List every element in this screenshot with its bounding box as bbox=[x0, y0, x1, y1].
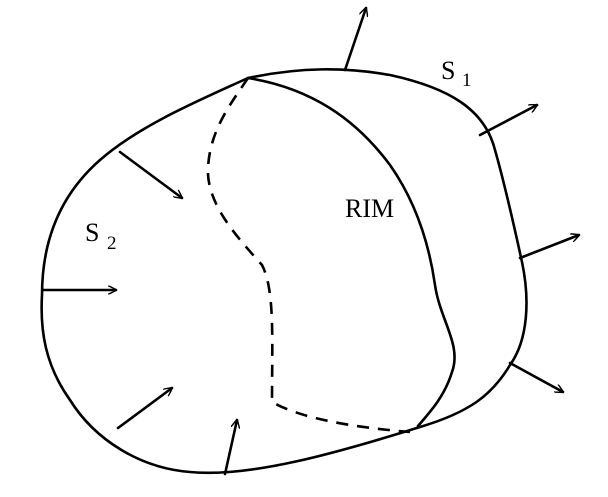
hidden-dashed-curve bbox=[206, 77, 411, 434]
arrow-icon bbox=[343, 8, 366, 72]
s1-normal-arrows bbox=[343, 8, 579, 394]
s2-normal-arrows bbox=[41, 150, 237, 476]
outer-boundary bbox=[40, 68, 528, 475]
arrow-icon bbox=[118, 150, 182, 198]
arrow-icon bbox=[478, 103, 537, 137]
label-s2-subscript: 2 bbox=[107, 233, 117, 254]
arrow-icon bbox=[116, 388, 172, 430]
label-s1-subscript: 1 bbox=[462, 70, 472, 91]
label-s2: S bbox=[85, 218, 99, 247]
rim-boundary bbox=[246, 76, 456, 428]
arrow-icon bbox=[508, 361, 563, 394]
label-rim: RIM bbox=[345, 194, 394, 223]
arrow-icon bbox=[223, 420, 237, 476]
label-s1: S bbox=[441, 56, 455, 85]
arrow-icon bbox=[518, 235, 579, 260]
